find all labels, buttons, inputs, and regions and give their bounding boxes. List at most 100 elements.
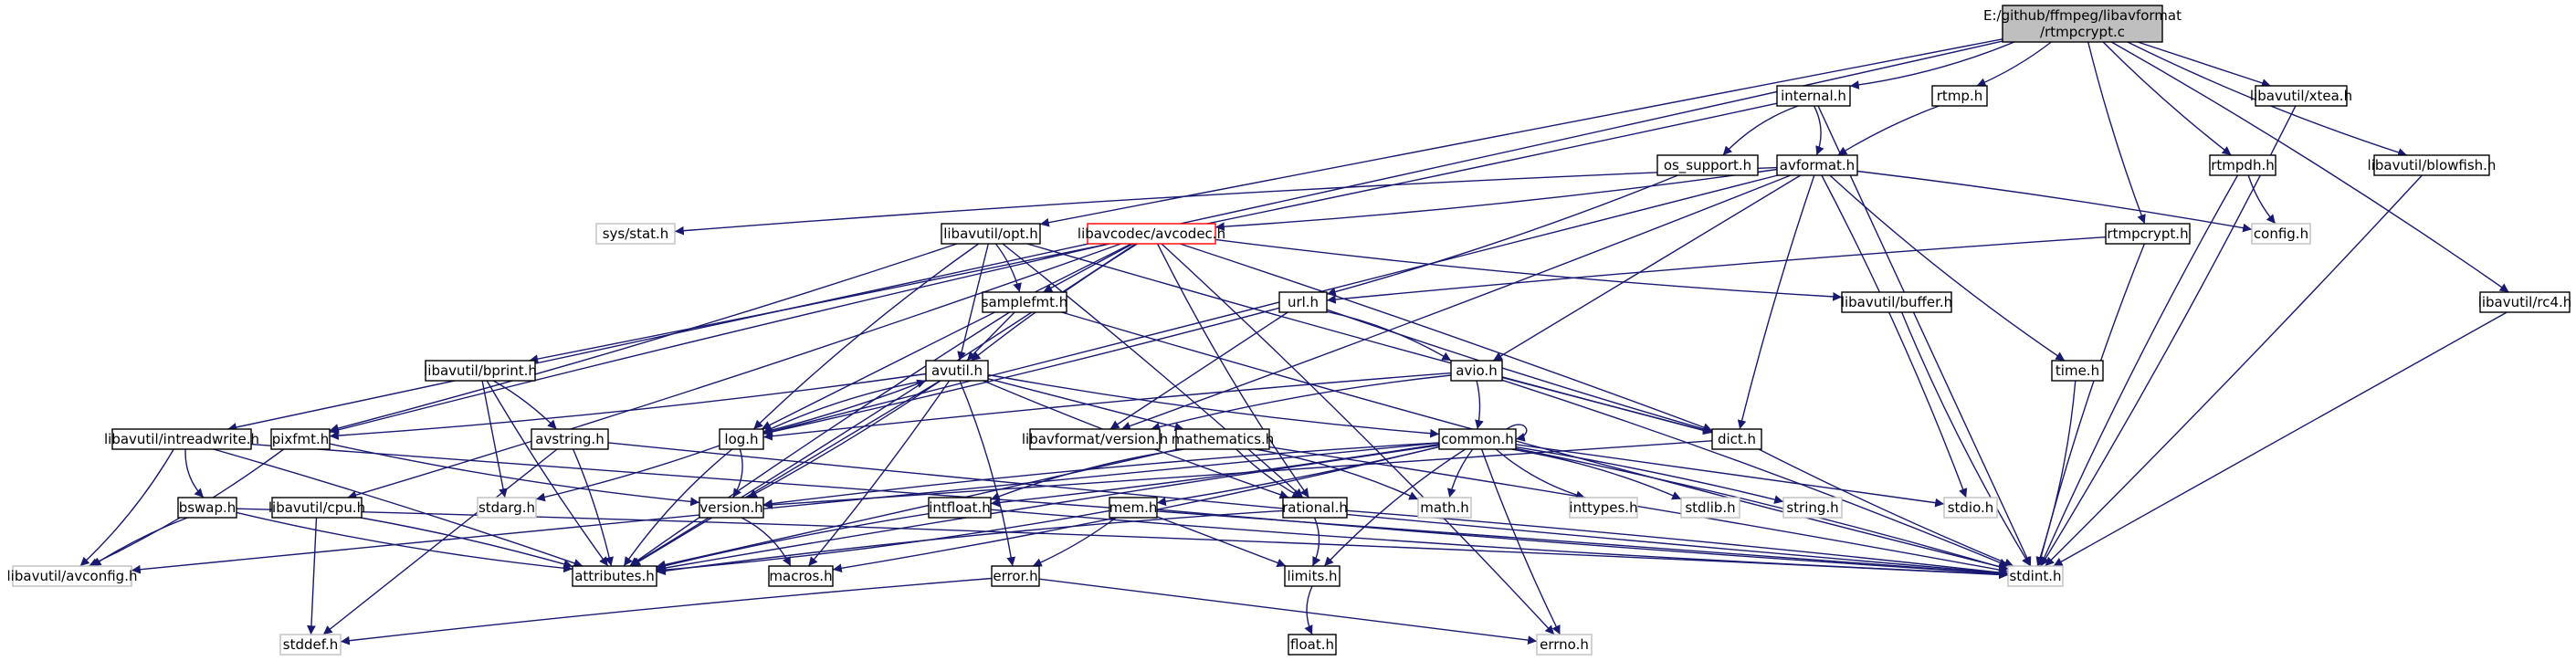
edge-mem_h-to-limits_h [1156,516,1287,568]
edge-os_support_h-to-url_h [1326,174,1678,297]
node-label: stddef.h [283,636,338,653]
edge-bswap_h-to-attributes_h [236,511,573,573]
node-pixfmt_h[interactable]: pixfmt.h [270,428,331,450]
node-label: intfloat.h [929,499,991,516]
edge-dict_h-to-version_h [762,440,1713,509]
edge-avutil_h-to-log_h [762,380,927,434]
node-stdint_h: stdint.h [2007,565,2064,587]
node-box [1438,428,1517,450]
node-rtmpcrypt_h[interactable]: rtmpcrypt.h [2105,223,2191,245]
node-bprint_h[interactable]: libavutil/bprint.h [424,360,537,382]
edge-bswap_h-to-avconfig_h [91,517,188,567]
node-box [1282,497,1348,519]
node-os_support_h[interactable]: os_support.h [1656,154,1759,176]
node-dict_h[interactable]: dict.h [1711,428,1762,450]
node-box [941,223,1041,245]
node-internal_h[interactable]: internal.h [1776,85,1851,107]
node-box [1656,154,1759,176]
node-samplefmt_h[interactable]: samplefmt.h [982,291,1068,313]
edge-rational_h-to-attributes_h [656,509,1284,576]
node-bswap_h[interactable]: bswap.h [177,497,237,519]
node-rational_h[interactable]: rational.h [1282,497,1348,519]
node-box [719,428,764,450]
edge-opt_h-to-avutil_h [957,243,989,362]
node-math_h: math.h [1417,497,1472,519]
edge-avformat_h-to-time_h [1829,174,2066,362]
edge-common_h-to-stdint_h [1515,447,2009,572]
node-rc4_h[interactable]: libavutil/rc4.h [2478,291,2572,313]
node-box [279,634,342,656]
edge-avutil_h-to-common_h [987,373,1440,438]
node-log_h[interactable]: log.h [719,428,764,450]
edge-rtmp_h-to-avformat_h [1837,105,1940,156]
edge-avformat_h-to-avf_version_h [1120,174,1792,431]
edge-log_h-to-version_h [732,448,743,498]
node-time_h[interactable]: time.h [2051,360,2104,382]
edge-avstring_h-to-attributes_h [572,448,614,567]
node-label: libavutil/intreadwrite.h [104,431,259,447]
node-error_h[interactable]: error.h [991,565,1040,587]
node-xtea_h[interactable]: libavutil/xtea.h [2250,85,2352,107]
node-opt_h[interactable]: libavutil/opt.h [941,223,1041,245]
edge-common_h-to-intfloat_h [990,443,1440,508]
node-limits_h[interactable]: limits.h [1284,565,1341,587]
edge-limits_h-to-float_h [1304,585,1313,635]
node-blowfish_h[interactable]: libavutil/blowfish.h [2368,154,2497,176]
edge-rtmpcrypt_c-to-rc4_h [2110,41,2509,293]
edge-rational_h-to-limits_h [1311,517,1321,567]
edge-mem_h-to-attributes_h [656,509,1110,574]
edge-common_h-to-mem_h [1156,446,1440,507]
node-version_h[interactable]: version.h [699,497,764,519]
edge-avio_h-to-stdint_h [1501,379,2009,567]
node-label: dict.h [1718,431,1756,447]
node-label: pixfmt.h [272,431,330,447]
node-label: mathematics.h [1172,431,1275,447]
node-common_h[interactable]: common.h [1438,428,1517,450]
node-intfloat_h[interactable]: intfloat.h [928,497,992,519]
node-box [982,291,1067,313]
edge-intfloat_h-to-attributes_h [656,513,930,571]
node-box [2255,85,2348,107]
node-label: os_support.h [1664,157,1751,174]
edge-avutil_h-to-attributes_h [630,380,941,567]
node-rtmp_h[interactable]: rtmp.h [1931,85,1988,107]
node-avio_h[interactable]: avio.h [1450,360,1503,382]
node-attributes_h[interactable]: attributes.h [572,565,657,587]
edge-avcodec_h-to-pixfmt_h [329,243,1110,435]
node-float_h[interactable]: float.h [1288,634,1337,656]
edge-mathematics_h-to-intfloat_h [990,448,1184,501]
edge-avcodec_h-to-dict_h [1180,243,1713,432]
edge-bprint_h-to-avstring_h [493,380,558,430]
node-mem_h[interactable]: mem.h [1109,497,1158,519]
node-label: avutil.h [931,362,983,379]
edge-log_h-to-attributes_h [623,448,733,567]
node-buffer_h[interactable]: libavutil/buffer.h [1841,291,1952,313]
node-avutil_h[interactable]: avutil.h [925,360,989,382]
node-box [177,497,237,519]
node-cpu_h[interactable]: libavutil/cpu.h [268,497,365,519]
node-macros_h[interactable]: macros.h [768,565,834,587]
edge-avcodec_h-to-rational_h [1156,243,1309,498]
node-box [1109,497,1158,519]
edge-avformat_h-to-stdio_h [1821,174,1968,498]
node-intreadwrite_h[interactable]: libavutil/intreadwrite.h [104,428,259,450]
node-label: errno.h [1540,636,1589,653]
node-avcodec_h[interactable]: libavcodec/avcodec.h [1078,223,1225,245]
node-url_h[interactable]: url.h [1278,291,1328,313]
edge-url_h-to-log_h [762,307,1280,436]
edge-avformat_h-to-avcodec_h [1214,168,1778,232]
node-label: float.h [1290,636,1334,653]
node-avstring_h[interactable]: avstring.h [531,428,609,450]
node-mathematics_h[interactable]: mathematics.h [1172,428,1275,450]
node-box [1536,634,1593,656]
node-stdarg_h: stdarg.h [477,497,537,519]
node-avf_version_h[interactable]: libavformat/version.h [1022,428,1168,450]
node-avformat_h[interactable]: avformat.h [1776,154,1858,176]
node-label: rational.h [1282,499,1348,516]
edge-samplefmt_h-to-avutil_h [966,311,1015,362]
node-rtmpdh_h[interactable]: rtmpdh.h [2209,154,2276,176]
node-label: time.h [2056,362,2099,379]
edge-common_h-to-limits_h [1323,448,1467,567]
node-label: limits.h [1287,568,1337,584]
